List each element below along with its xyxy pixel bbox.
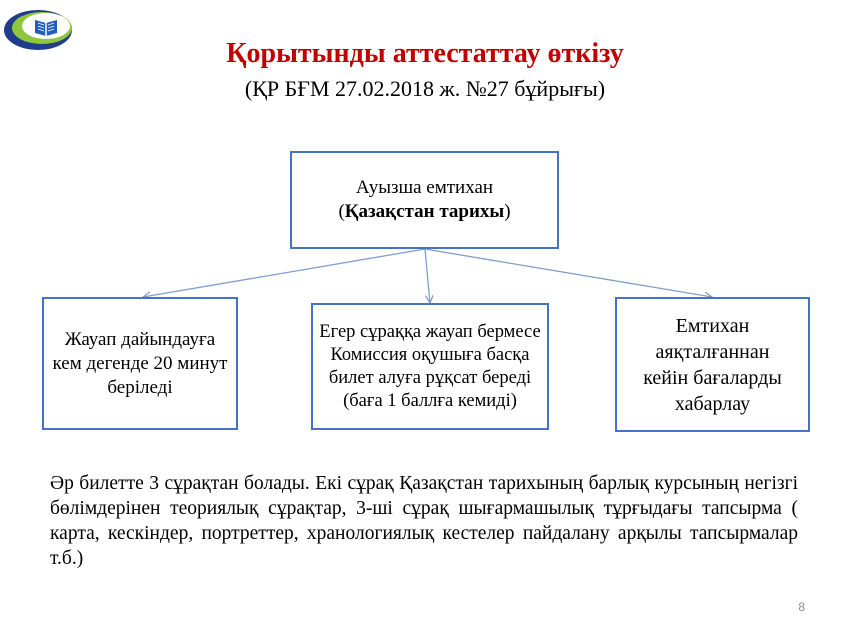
connector-right <box>424 248 712 297</box>
connector-left <box>143 248 426 297</box>
announce-grades-box: Емтихан аяқталғаннан кейін бағаларды хаб… <box>615 297 810 432</box>
slide-subtitle: (ҚР БҒМ 27.02.2018 ж. №27 бұйрығы) <box>244 76 606 101</box>
oral-exam-subject: (Қазақстан тарихы) <box>338 201 511 222</box>
announce-grades-text: Емтихан аяқталғаннан кейін бағаларды хаб… <box>643 314 782 415</box>
book-logo-icon <box>4 10 72 50</box>
slide-title: Қорытынды аттестаттау өткізу <box>226 38 624 69</box>
oral-exam-label: Ауызша емтихан <box>355 177 494 198</box>
ticket-description: Әр билетте 3 сұрақтан болады. Екі сұрақ … <box>50 473 798 569</box>
page-number: 8 <box>798 600 805 614</box>
retake-ticket-box: Егер сұраққа жауап бермесе Комиссия оқуш… <box>311 303 549 430</box>
preparation-time-box: Жауап дайындауға кем дегенде 20 минут бе… <box>42 297 238 430</box>
retake-ticket-text: Егер сұраққа жауап бермесе Комиссия оқуш… <box>319 321 541 411</box>
connector-middle <box>424 248 430 303</box>
preparation-time-text: Жауап дайындауға кем дегенде 20 минут бе… <box>52 328 228 398</box>
oral-exam-box: Ауызша емтихан (Қазақстан тарихы) <box>290 151 559 249</box>
